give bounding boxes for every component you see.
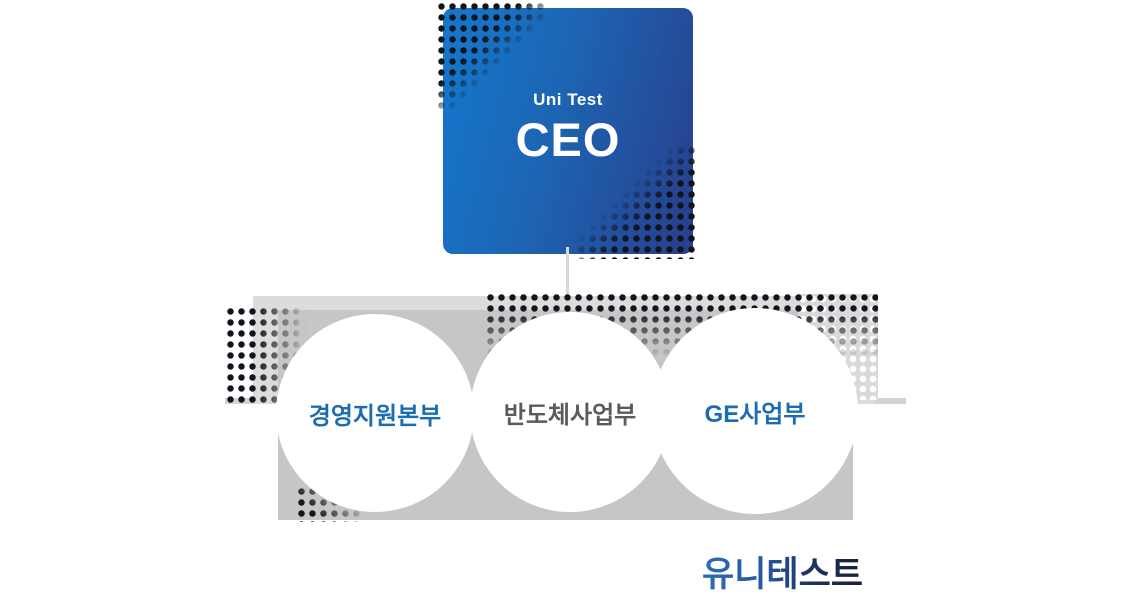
division-circle-management-support: 경영지원본부 (276, 314, 474, 512)
company-name: Uni Test (533, 90, 603, 109)
unitest-logo-watermark: 유니테스트 (702, 546, 863, 597)
halftone-dots-bottom-right-icon (576, 145, 698, 259)
division-circle-ge: GE사업부 (652, 308, 858, 514)
ceo-card: Uni Test CEO (436, 1, 698, 259)
division-circle-semiconductor: 반도체사업부 (470, 312, 670, 512)
halftone-dots-top-left-icon (436, 1, 544, 109)
division-label: GE사업부 (704, 400, 806, 428)
division-label: 반도체사업부 (503, 401, 637, 429)
connector-line (566, 247, 569, 310)
division-label: 경영지원본부 (308, 402, 442, 430)
axis-tick-right (875, 398, 906, 404)
